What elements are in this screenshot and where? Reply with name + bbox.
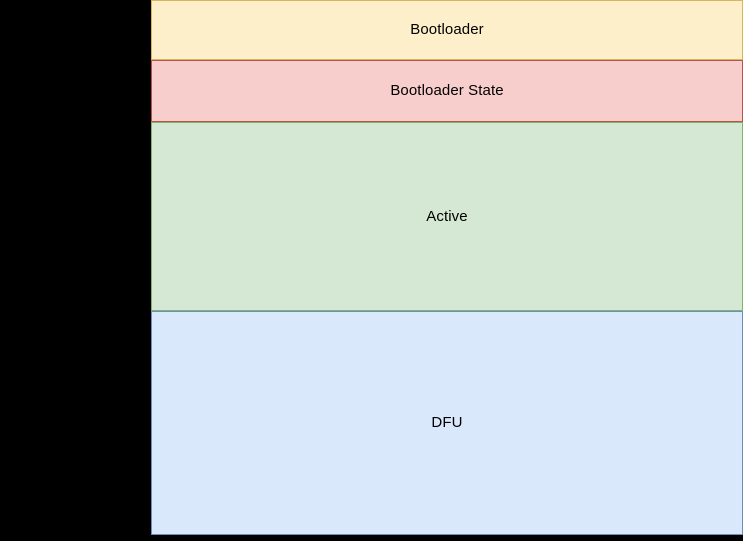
memory-region-stack: Bootloader Bootloader State Active DFU: [151, 0, 743, 535]
empty-left-gutter: [0, 0, 151, 541]
memory-region-active-label: Active: [426, 207, 468, 225]
memory-region-dfu[interactable]: DFU: [151, 311, 743, 535]
memory-region-dfu-label: DFU: [431, 414, 463, 431]
memory-region-bootloader[interactable]: Bootloader: [151, 0, 743, 60]
memory-region-bootloader-label: Bootloader: [410, 21, 484, 38]
memory-region-active[interactable]: Active: [151, 122, 743, 311]
memory-region-bootloader-state[interactable]: Bootloader State: [151, 60, 743, 122]
memory-region-bootloader-state-label: Bootloader State: [390, 82, 504, 99]
